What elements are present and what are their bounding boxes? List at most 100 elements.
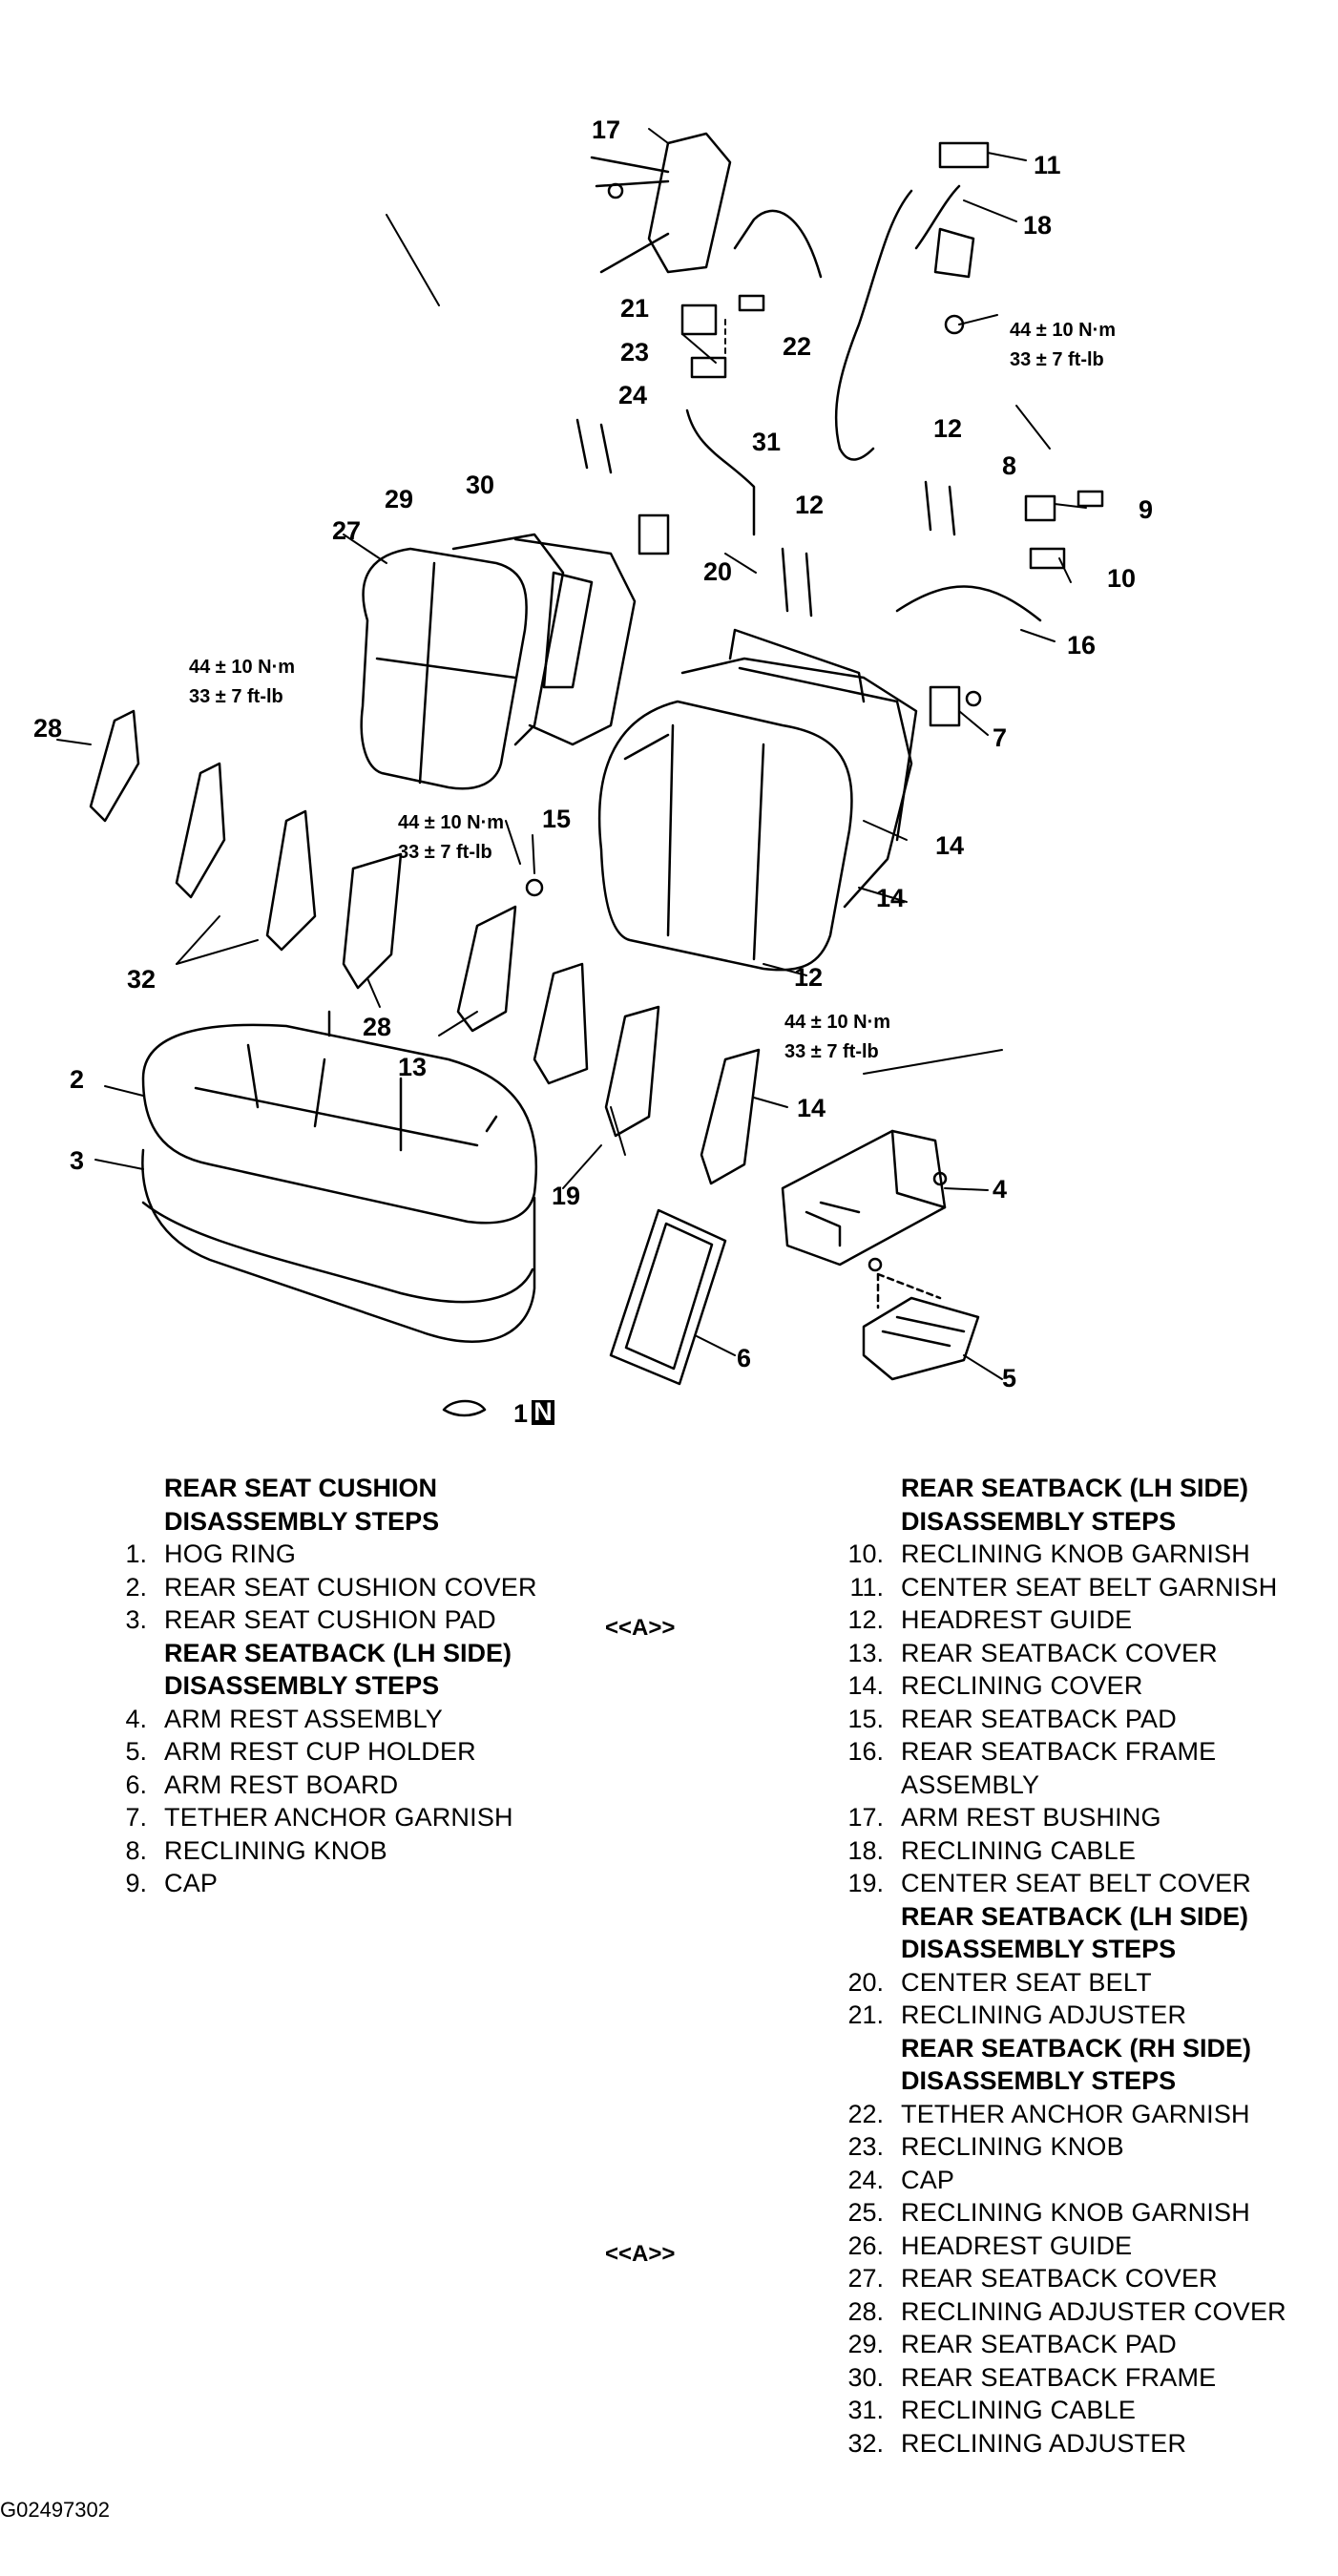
list-item-number: 6. xyxy=(125,1770,147,1799)
list-item: 6.ARM REST BOARD xyxy=(86,1769,537,1802)
list-item-number: 25. xyxy=(847,2198,884,2227)
list-item: 31.RECLINING CABLE xyxy=(823,2394,1286,2427)
arm-rest-assembly-shape xyxy=(781,1129,948,1267)
list-item-number: 19. xyxy=(847,1869,884,1897)
list-heading: REAR SEATBACK (LH SIDE) xyxy=(823,1472,1286,1505)
list-item-number: 26. xyxy=(847,2230,884,2260)
list-item-text: REAR SEAT CUSHION COVER xyxy=(164,1572,537,1602)
list-item: 1. HOG RING xyxy=(86,1538,537,1571)
list-item: 9.CAP xyxy=(86,1867,537,1900)
list-item-text: RECLINING KNOB xyxy=(164,1835,387,1865)
callout-26: 24 xyxy=(618,381,647,409)
list-item: 32. RECLINING ADJUSTER xyxy=(823,2427,1286,2461)
list-item: 24. CAP xyxy=(823,2164,1286,2197)
list-item-number: 3. xyxy=(125,1605,147,1634)
list-item-number: 14. xyxy=(847,1671,884,1700)
list-item-number: 16. xyxy=(847,1737,884,1766)
list-item: 12.HEADREST GUIDE xyxy=(823,1603,1286,1637)
torque-spec-nm: 44 ± 10 N·m xyxy=(189,657,295,678)
list-item-number xyxy=(823,1769,901,1802)
exploded-view-diagram: 17 11 18 21 22 23 24 31 12 12 8 9 10 16 … xyxy=(33,115,1153,1428)
callout-17: 15 xyxy=(542,805,571,833)
list-heading: DISASSEMBLY STEPS xyxy=(823,2064,1286,2098)
callout-6: 6 xyxy=(737,1344,751,1372)
list-item: 30.REAR SEATBACK FRAME xyxy=(823,2361,1286,2395)
left-steps-list: REAR SEAT CUSHION DISASSEMBLY STEPS 1. HOG … xyxy=(86,1472,537,1900)
list-item-text: REAR SEATBACK COVER xyxy=(901,2264,1218,2293)
list-item: 28. RECLINING ADJUSTER COVER xyxy=(823,2295,1286,2329)
list-item: 23. RECLINING KNOB xyxy=(823,2130,1286,2164)
list-item-text: RECLINING ADJUSTER xyxy=(901,2428,1187,2458)
cup-holder-shape xyxy=(862,1257,980,1381)
callout-11: 11 xyxy=(1034,151,1061,179)
callout-25: 23 xyxy=(620,338,649,367)
lh-seatback-shape xyxy=(597,628,918,972)
callout-15: 14 xyxy=(876,884,905,912)
callout-24: 22 xyxy=(783,332,811,361)
list-item-number: 28. xyxy=(847,2296,884,2326)
list-item-text: ARM REST CUP HOLDER xyxy=(164,1737,476,1766)
list-item-text: RECLINING ADJUSTER COVER xyxy=(901,2296,1286,2326)
list-item-number: 21. xyxy=(847,2000,884,2029)
list-item-text: CENTER SEAT BELT GARNISH xyxy=(901,1572,1278,1602)
list-item-text: HEADREST GUIDE xyxy=(901,1605,1133,1634)
list-item: 15.REAR SEATBACK PAD xyxy=(823,1703,1286,1736)
arm-rest-board-shape xyxy=(609,1208,727,1386)
list-item-text: RECLINING CABLE xyxy=(901,1835,1137,1865)
list-item-text: RECLINING KNOB xyxy=(901,2132,1124,2161)
list-item: 21.RECLINING ADJUSTER xyxy=(823,1999,1286,2032)
callout-28: 28 xyxy=(33,714,62,743)
list-item: 2.REAR SEAT CUSHION COVER xyxy=(86,1571,537,1604)
callout-20: 18 xyxy=(1023,211,1052,240)
list-heading-text: REAR SEAT CUSHION xyxy=(164,1474,438,1502)
list-item-number: 32. xyxy=(847,2428,884,2458)
rh-seatback-shape xyxy=(360,533,637,790)
list-item: 25. RECLINING KNOB GARNISH xyxy=(823,2196,1286,2230)
list-item-text: ARM REST BUSHING xyxy=(901,1803,1161,1832)
callout-28: 28 xyxy=(363,1013,391,1041)
torque-spec-ftlb: 33 ± 7 ft-lb xyxy=(1010,349,1104,370)
list-item-number: 10. xyxy=(847,1539,884,1568)
list-item-number: 9. xyxy=(125,1869,147,1897)
list-item-number: 17. xyxy=(847,1803,884,1832)
list-item: 17. ARM REST BUSHING xyxy=(823,1801,1286,1834)
list-item-text: CENTER SEAT BELT xyxy=(901,1967,1152,1997)
lh-adjuster-parts xyxy=(89,709,761,1185)
torque-spec-nm: 44 ± 10 N·m xyxy=(1010,320,1116,341)
list-item-text: TETHER ANCHOR GARNISH xyxy=(901,2099,1250,2128)
list-item-text: REAR SEATBACK PAD xyxy=(901,2330,1177,2358)
list-heading: DISASSEMBLY STEPS xyxy=(823,1933,1286,1966)
list-item-number: 1. xyxy=(125,1539,147,1568)
callout-23: 21 xyxy=(620,294,649,323)
list-item-number: 24. xyxy=(847,2165,884,2194)
torque-spec-ftlb: 33 ± 7 ft-lb xyxy=(189,686,283,707)
list-item-number: 5. xyxy=(125,1737,147,1766)
callout-14: 14 xyxy=(797,1094,826,1122)
callout-14: 13 xyxy=(398,1053,427,1081)
list-heading-text: DISASSEMBLY STEPS xyxy=(901,2066,1177,2095)
list-item-text: REAR SEATBACK PAD xyxy=(901,1704,1177,1733)
list-item-number: 11. xyxy=(849,1572,884,1602)
list-item-text: RECLINING KNOB GARNISH xyxy=(901,2198,1250,2227)
callout-3: 3 xyxy=(70,1146,84,1175)
list-item: 26.HEADREST GUIDE xyxy=(823,2230,1286,2263)
list-item-text: HOG RING xyxy=(164,1539,297,1568)
list-item-number: 31. xyxy=(847,2396,884,2424)
callout-19: 17 xyxy=(592,115,620,144)
list-item-number: 23. xyxy=(847,2132,884,2161)
torque-spec-nm: 44 ± 10 N·m xyxy=(398,812,504,833)
list-item-number: 7. xyxy=(125,1803,147,1832)
list-heading: REAR SEATBACK (LH SIDE) xyxy=(86,1637,537,1670)
list-item-text: CAP xyxy=(901,2165,955,2194)
center-seat-belt-cover-shape xyxy=(590,132,732,274)
list-item-number: 29. xyxy=(847,2330,884,2358)
callout-29: 29 xyxy=(385,485,413,513)
list-heading-text: DISASSEMBLY STEPS xyxy=(901,1935,1177,1963)
torque-spec-ftlb: 33 ± 7 ft-lb xyxy=(398,842,492,863)
callout-10: 10 xyxy=(1107,564,1136,593)
list-heading-text: DISASSEMBLY STEPS xyxy=(164,1506,440,1536)
list-item: 13.REAR SEATBACK COVER xyxy=(823,1637,1286,1670)
callout-22: 20 xyxy=(703,557,732,586)
list-heading: REAR SEATBACK (RH SIDE) xyxy=(823,2032,1286,2065)
callout-1: 1 xyxy=(513,1399,528,1428)
